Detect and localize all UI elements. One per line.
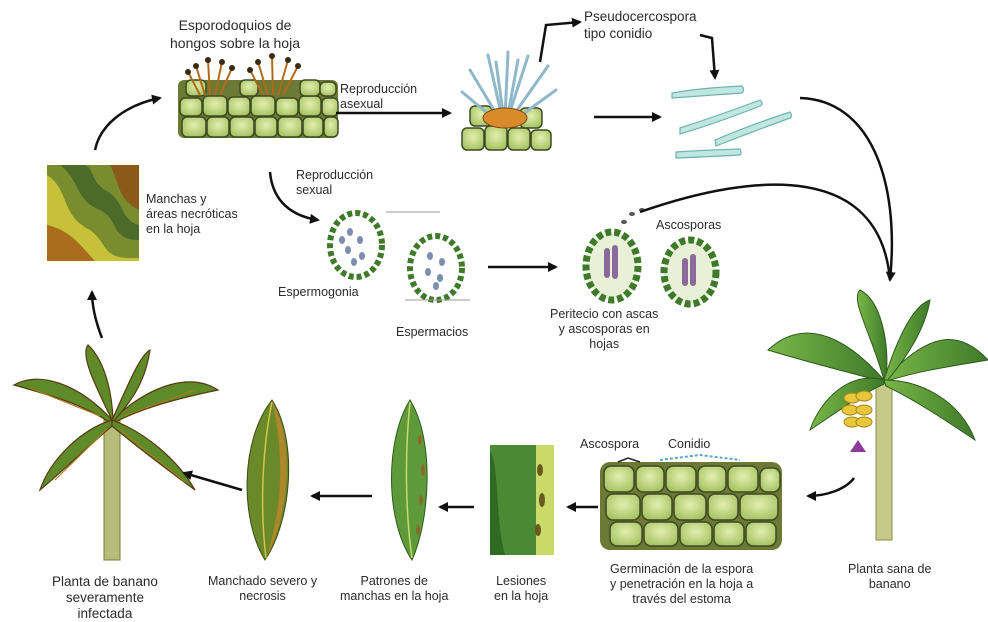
label-pseudocercospora: Pseudocercospora tipo conidio xyxy=(584,8,697,42)
label-manchado-severo: Manchado severo y necrosis xyxy=(208,574,317,604)
label-patrones: Patrones de manchas en la hoja xyxy=(340,574,448,604)
label-reproduccion-asexual: Reproducción asexual xyxy=(340,82,417,112)
label-planta-infectada: Planta de banano severamente infectada xyxy=(52,574,158,622)
label-ascospora: Ascospora xyxy=(580,437,639,452)
label-lesiones: Lesiones en la hoja xyxy=(494,574,548,604)
infected-banana-plant xyxy=(14,345,218,560)
label-manchas-areas: Manchas y áreas necróticas en la hoja xyxy=(146,192,238,237)
necrotic-leaf xyxy=(247,400,289,560)
label-espermacios: Espermacios xyxy=(396,325,468,340)
healthy-banana-plant xyxy=(768,290,988,540)
label-espermogonia: Espermogonia xyxy=(278,285,359,300)
label-esporodoquios: Esporodoquios de hongos sobre la hoja xyxy=(170,16,300,52)
label-ascosporas: Ascosporas xyxy=(656,218,721,233)
spotted-leaf-pattern xyxy=(391,400,427,560)
label-reproduccion-sexual: Reproducción sexual xyxy=(296,168,373,198)
stomata-cross-section xyxy=(600,455,782,550)
conidia-illustration xyxy=(672,86,792,158)
necrotic-leaf-patch xyxy=(47,165,139,261)
label-peritecio: Peritecio con ascas y ascosporas en hoja… xyxy=(550,307,658,352)
sporodochia-illustration xyxy=(178,53,338,138)
leaf-lesion-panel xyxy=(490,445,554,555)
label-germinacion: Germinación de la espora y penetración e… xyxy=(610,562,753,607)
label-conidio: Conidio xyxy=(668,437,710,452)
conidiophore-illustration xyxy=(462,52,556,150)
label-planta-sana: Planta sana de banano xyxy=(848,562,931,592)
